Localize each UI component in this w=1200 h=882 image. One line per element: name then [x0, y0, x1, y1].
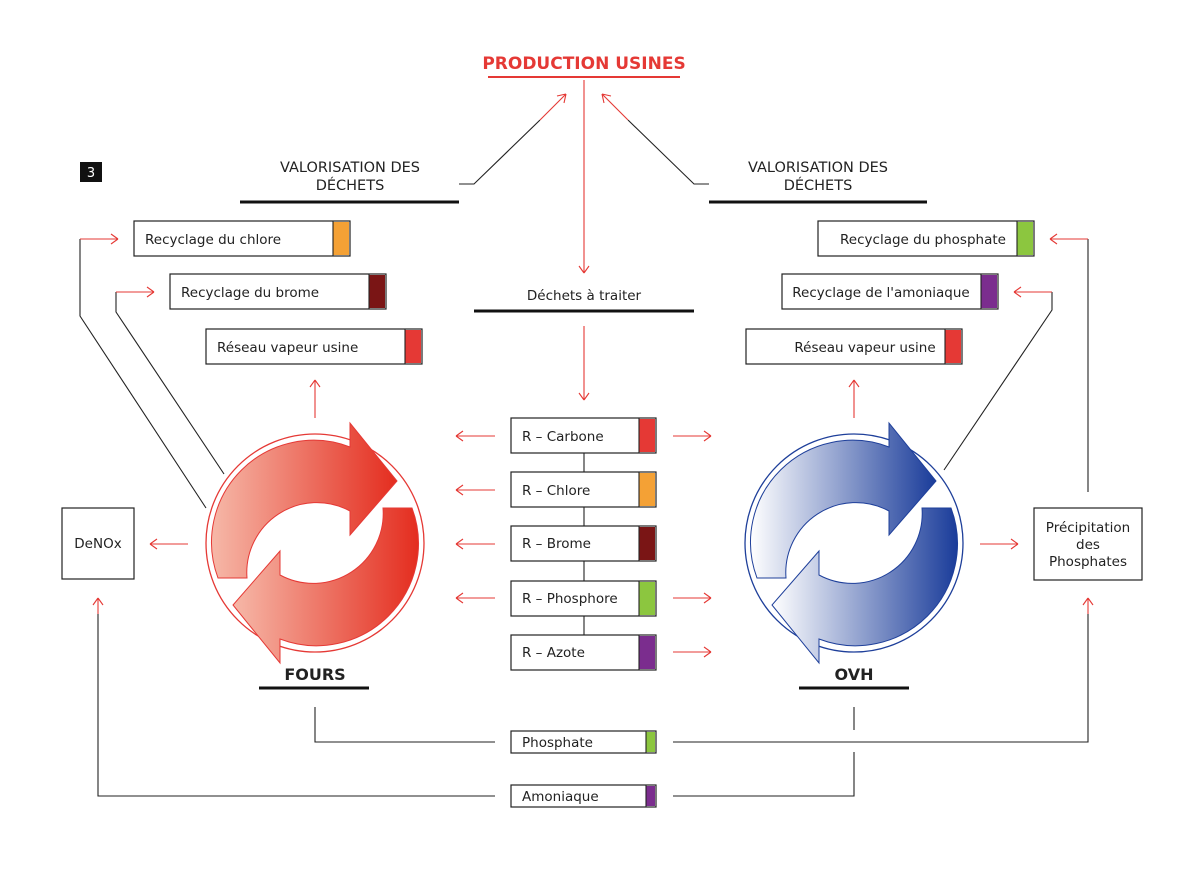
chlore-arrow — [80, 233, 119, 245]
right-output-label: Recyclage du phosphate — [840, 232, 1006, 248]
amoniaque-swatch — [646, 786, 655, 806]
fours-to-denox-arrow — [149, 538, 188, 550]
denox-box — [61, 507, 135, 580]
phosphate-to-precip-line — [673, 614, 1089, 743]
phosphate-arrow — [1049, 233, 1088, 245]
fours-to-vapeur-arrow — [309, 379, 321, 418]
right-header-connector — [627, 119, 709, 185]
brome-color-swatch — [639, 527, 655, 560]
brome-to-fours-arrow — [455, 538, 495, 550]
waste-to-residues-arrow — [578, 326, 590, 401]
fours-label: FOURS — [284, 665, 345, 684]
right-header-line1: VALORISATION DES — [748, 160, 888, 176]
residue-label: R – Azote — [522, 645, 585, 661]
amoniaque-box: Amoniaque — [510, 784, 657, 808]
vapeur-color-swatch — [945, 330, 961, 363]
left-header-line1: VALORISATION DES — [280, 160, 420, 176]
right-output-label: Réseau vapeur usine — [794, 340, 935, 356]
residue-carbone: R – Carbone — [510, 417, 657, 454]
left-header-line2: DÉCHETS — [316, 177, 385, 194]
phosphore-color-swatch — [639, 582, 655, 615]
azote-to-ovh-arrow — [673, 646, 712, 658]
ovh-amoniaque-line — [673, 752, 855, 797]
fours-to-chlore-line — [79, 239, 207, 509]
amoniaque-to-denox-line — [97, 614, 495, 797]
fours-to-brome-line — [115, 292, 225, 475]
phosphore-to-fours-arrow — [455, 592, 495, 604]
step-badge — [80, 162, 102, 182]
amoniaque-to-denox-arrow — [92, 597, 104, 614]
phosphate-color-swatch — [1017, 222, 1033, 255]
left-output-chlore: Recyclage du chlore — [133, 220, 351, 257]
residue-phosphore: R – Phosphore — [510, 580, 657, 617]
right-output-phosphate: Recyclage du phosphate — [817, 220, 1035, 257]
residue-label: R – Brome — [522, 536, 591, 552]
precipitation-line3: Phosphates — [1049, 554, 1127, 570]
phosphate-swatch — [646, 732, 655, 752]
phosphore-to-ovh-arrow — [673, 592, 712, 604]
amoniaque-color-swatch — [981, 275, 997, 308]
chlore-to-fours-arrow — [455, 484, 495, 496]
residue-label: R – Chlore — [522, 483, 590, 499]
precipitation-box — [1033, 507, 1143, 581]
left-output-label: Recyclage du brome — [181, 285, 319, 301]
page-title: PRODUCTION USINES — [482, 54, 685, 74]
amoniaque-arrow — [1013, 286, 1052, 298]
brome-color-swatch — [369, 275, 385, 308]
ovh-to-amoniaque-line — [943, 292, 1053, 471]
phosphate-to-precip-arrow — [1082, 597, 1094, 614]
left-to-title-arrow — [539, 93, 567, 121]
denox-label: DeNOx — [74, 536, 121, 552]
amoniaque-label: Amoniaque — [522, 789, 599, 805]
phosphate-box: Phosphate — [510, 730, 657, 754]
left-output-brome: Recyclage du brome — [169, 273, 387, 310]
left-output-label: Recyclage du chlore — [145, 232, 281, 248]
phosphate-label: Phosphate — [522, 735, 593, 751]
left-output-label: Réseau vapeur usine — [217, 340, 358, 356]
residue-label: R – Phosphore — [522, 591, 618, 607]
right-to-title-arrow — [601, 93, 629, 121]
carbone-to-fours-arrow — [455, 430, 495, 442]
residue-brome: R – Brome — [510, 525, 657, 562]
left-header-connector — [459, 119, 541, 185]
ovh-to-precipitation-arrow — [980, 538, 1019, 550]
ovh-to-vapeur-arrow — [848, 379, 860, 418]
azote-color-swatch — [639, 636, 655, 669]
precipitation-line1: Précipitation — [1046, 520, 1130, 536]
precipitation-line2: des — [1076, 537, 1100, 553]
ovh-recycle-icon — [744, 422, 964, 664]
brome-arrow — [116, 286, 155, 298]
carbone-color-swatch — [639, 419, 655, 452]
title-to-waste-arrow — [578, 80, 590, 274]
fours-phosphate-line — [314, 707, 495, 743]
residue-chlore: R – Chlore — [510, 471, 657, 508]
residue-label: R – Carbone — [522, 429, 604, 445]
step-badge-number: 3 — [87, 166, 95, 181]
right-output-label: Recyclage de l'amoniaque — [792, 285, 969, 301]
left-output-vapeur: Réseau vapeur usine — [205, 328, 423, 365]
vapeur-color-swatch — [405, 330, 421, 363]
carbone-to-ovh-arrow — [673, 430, 712, 442]
waste-to-treat-label: Déchets à traiter — [527, 288, 642, 304]
chlore-color-swatch — [333, 222, 349, 255]
ovh-label: OVH — [835, 665, 874, 684]
right-header-line2: DÉCHETS — [784, 177, 853, 194]
right-output-vapeur: Réseau vapeur usine — [745, 328, 963, 365]
chlore-color-swatch — [639, 473, 655, 506]
residue-azote: R – Azote — [510, 634, 657, 671]
fours-recycle-icon — [205, 422, 425, 664]
right-output-amoniaque: Recyclage de l'amoniaque — [781, 273, 999, 310]
